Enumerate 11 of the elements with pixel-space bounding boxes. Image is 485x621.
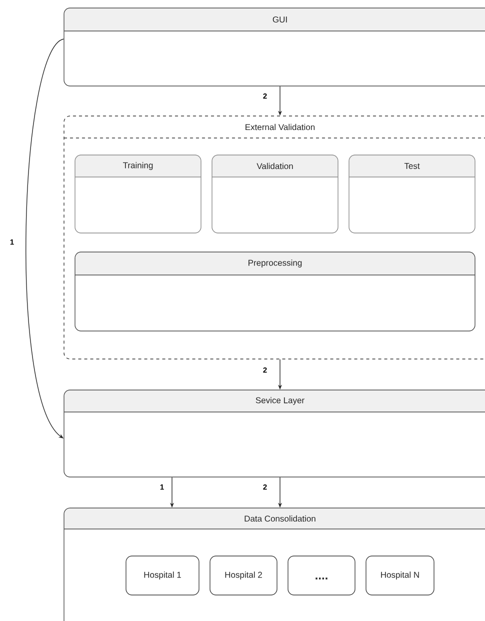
arrow (26, 38, 64, 438)
layer-panel: Sevice Layer (64, 390, 485, 478)
hospital-box: Hospital N (366, 556, 434, 596)
subpanel: Test (348, 154, 476, 234)
subpanel: Validation (212, 154, 338, 234)
hospital-box: Hospital 1 (126, 556, 200, 596)
subpanel: Training (74, 154, 202, 234)
layer-panel: Preprocessing (74, 252, 476, 332)
hospital-box: .... (288, 556, 356, 596)
layer-panel: GUI (64, 8, 485, 86)
hospital-box: Hospital 2 (210, 556, 278, 596)
